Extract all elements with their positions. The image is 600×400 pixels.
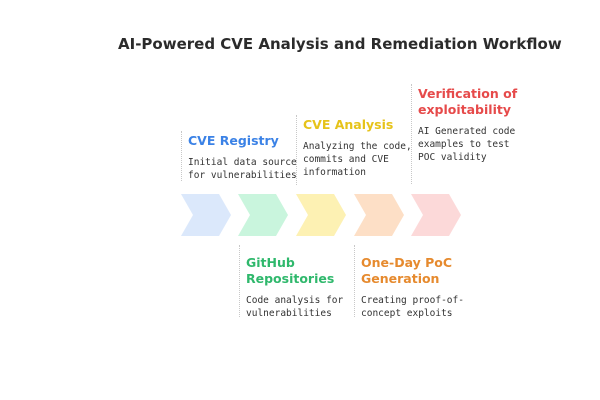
- chevron-github-repositories: [238, 194, 288, 236]
- stage-title: CVE Analysis: [303, 117, 394, 132]
- stage-cve-analysis: CVE Analysis Analyzing the code, commits…: [303, 117, 423, 179]
- stage-verification-of-exploitability: Verification of exploitability AI Genera…: [418, 86, 528, 164]
- chevron-one-day-poc-generation: [354, 194, 404, 236]
- diagram-title: AI-Powered CVE Analysis and Remediation …: [118, 35, 562, 53]
- stage-connector-line: [296, 115, 297, 185]
- chevron-cve-registry: [181, 194, 231, 236]
- stage-description: Code analysis for vulnerabilities: [246, 295, 344, 319]
- stage-github-repositories: GitHub Repositories Code analysis for vu…: [246, 255, 366, 320]
- stage-title: GitHub Repositories: [246, 255, 335, 286]
- stage-title: CVE Registry: [188, 133, 279, 148]
- stage-title: One-Day PoC Generation: [361, 255, 453, 286]
- stage-cve-registry: CVE Registry Initial data source for vul…: [188, 133, 308, 182]
- stage-connector-line: [411, 84, 412, 184]
- stage-connector-line: [354, 245, 355, 317]
- stage-description: AI Generated code examples to test POC v…: [418, 126, 516, 163]
- stage-connector-line: [181, 131, 182, 181]
- stage-title: Verification of exploitability: [418, 86, 518, 117]
- chevron-cve-analysis: [296, 194, 346, 236]
- stage-description: Creating proof-of-concept exploits: [361, 295, 464, 319]
- stage-one-day-poc-generation: One-Day PoC Generation Creating proof-of…: [361, 255, 481, 320]
- stage-description: Analyzing the code, commits and CVE info…: [303, 141, 412, 178]
- chevron-verification: [411, 194, 461, 236]
- stage-description: Initial data source for vulnerabilities: [188, 157, 297, 181]
- stage-connector-line: [239, 245, 240, 317]
